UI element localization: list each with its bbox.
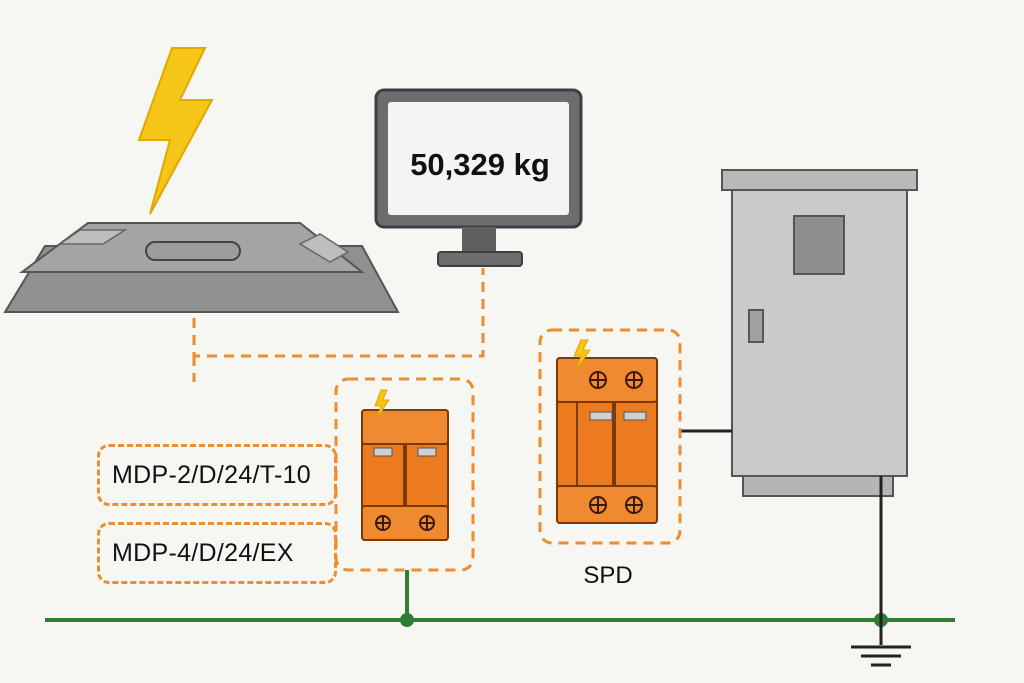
monitor-icon bbox=[374, 88, 583, 267]
spd-module-1 bbox=[361, 409, 449, 541]
lightning-bolt-icon bbox=[137, 47, 214, 215]
model-label-1-text: MDP-2/D/24/T-10 bbox=[112, 460, 312, 489]
model-label-1: MDP-2/D/24/T-10 bbox=[97, 444, 337, 506]
spd2-frame bbox=[538, 328, 682, 545]
spd1-lightning-icon bbox=[374, 389, 390, 419]
ground-symbol-icon bbox=[851, 620, 911, 667]
electrical-cabinet-icon bbox=[721, 169, 918, 497]
weight-readout: 50,329 kg bbox=[410, 147, 550, 182]
dashed-wiring bbox=[192, 268, 485, 382]
model-label-2: MDP-4/D/24/EX bbox=[97, 522, 337, 584]
spd-caption: SPD bbox=[583, 562, 633, 589]
spd2-lightning-icon bbox=[573, 339, 591, 371]
truck-scale-platform-icon bbox=[3, 222, 400, 313]
model-label-2-text: MDP-4/D/24/EX bbox=[112, 538, 294, 567]
spd-module-2 bbox=[556, 357, 658, 524]
